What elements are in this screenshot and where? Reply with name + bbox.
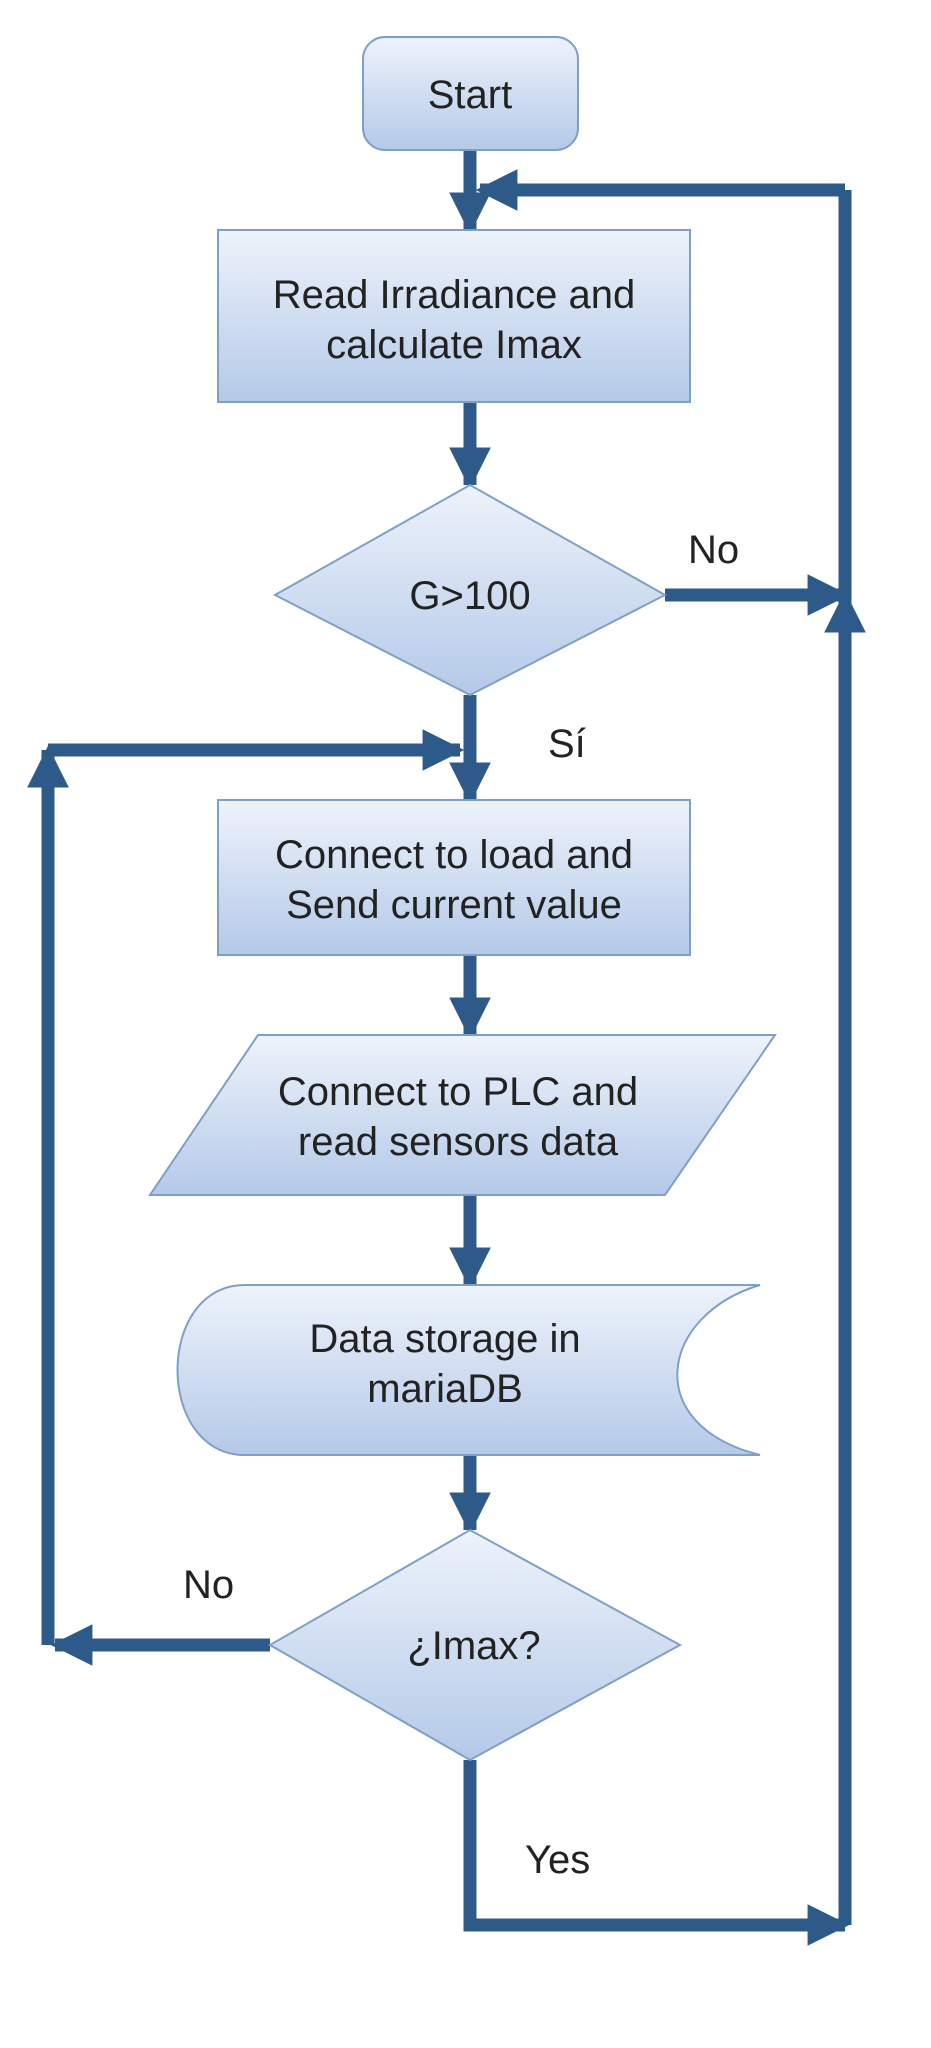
connect-plc-node: Connect to PLC and read sensors data (148, 1034, 777, 1196)
decision-imax-node: ¿Imax? (267, 1528, 683, 1762)
read-irradiance-shape (217, 229, 691, 403)
connect-plc-label-line-2: read sensors data (298, 1120, 619, 1164)
data-storage-label-line-2: mariaDB (367, 1367, 523, 1411)
data-storage-shape (176, 1284, 761, 1456)
read-irradiance-label-line-1: Read Irradiance and (273, 273, 635, 317)
edge-decision-imax-yes (463, 1760, 850, 1946)
edge-label-imax-no: No (183, 1563, 234, 1607)
connect-load-node: Connect to load and Send current value (217, 799, 691, 956)
decision-imax-shape (267, 1528, 683, 1762)
decision-g-label: G>100 (409, 574, 530, 618)
read-irradiance-label-line-2: calculate Imax (326, 323, 582, 367)
start-node-shape (362, 36, 579, 151)
start-node: Start (362, 36, 579, 151)
data-storage-label-line-1: Data storage in (309, 1317, 580, 1361)
connect-load-label-line-1: Connect to load and (275, 833, 633, 877)
edge-label-g-yes: Sí (548, 722, 586, 766)
decision-imax-label: ¿Imax? (407, 1624, 540, 1668)
decision-g-shape (272, 483, 668, 697)
connect-load-shape (217, 799, 691, 956)
connect-load-label-line-2: Send current value (286, 883, 622, 927)
connectors (27, 150, 866, 1946)
read-irradiance-node: Read Irradiance and calculate Imax (217, 229, 691, 403)
connect-plc-label-line-1: Connect to PLC and (278, 1070, 638, 1114)
connect-plc-shape (148, 1034, 777, 1196)
decision-g-node: G>100 (272, 483, 668, 697)
edge-label-g-no: No (688, 528, 739, 572)
data-storage-node: Data storage in mariaDB (176, 1284, 761, 1456)
edge-label-imax-yes: Yes (525, 1838, 590, 1882)
start-node-label: Start (428, 73, 512, 117)
